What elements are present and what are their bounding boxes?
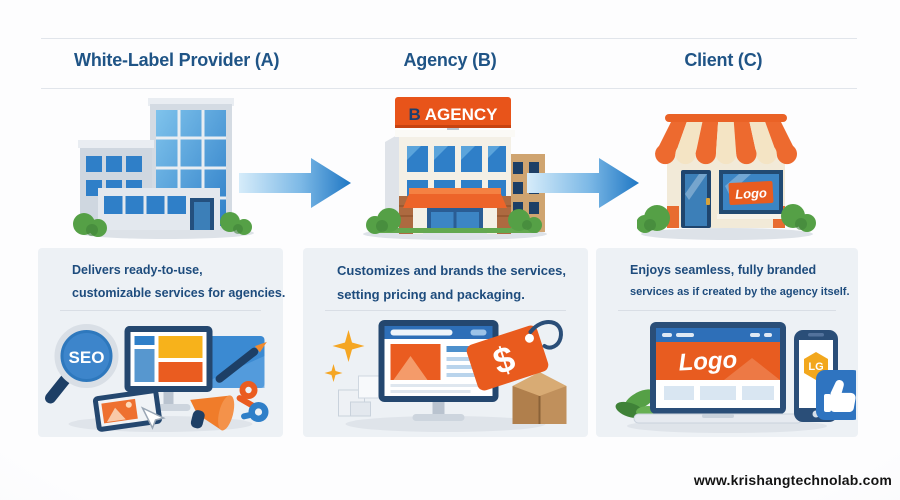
- sparkle-icon: [324, 330, 365, 382]
- card-divider: [325, 310, 566, 311]
- agency-description: Customizes and brands the services, sett…: [337, 263, 567, 303]
- office-building-illustration: [73, 98, 254, 239]
- provider-description: Delivers ready-to-use, customizable serv…: [72, 263, 286, 301]
- thumbs-up-icon: [816, 370, 862, 420]
- cursor-icon: [140, 406, 166, 430]
- card-divider: [618, 310, 836, 311]
- box-icon: [512, 372, 567, 424]
- price-tag-icon: $: [466, 325, 549, 391]
- heading-provider: White-Label Provider (A): [74, 50, 280, 70]
- column-headings: White-Label Provider (A) Agency (B) Clie…: [40, 50, 860, 71]
- heading-agency: Agency (B): [403, 50, 497, 70]
- branded-devices-illustration: Logo LG: [598, 314, 862, 436]
- pen-icon: [215, 341, 267, 383]
- svg-text:SEO: SEO: [69, 348, 105, 367]
- laptop-logo-text: Logo: [678, 346, 738, 376]
- tablet-icon: [92, 388, 163, 432]
- heading-client: Client (C): [684, 50, 763, 70]
- client-description: Enjoys seamless, fully branded services …: [630, 263, 850, 299]
- flow-arrow-icon: [239, 158, 351, 208]
- header-top-rule: [41, 38, 857, 39]
- agency-card: Customizes and brands the services, sett…: [303, 248, 588, 437]
- megaphone-icon: [190, 395, 235, 431]
- header-bottom-rule: [41, 88, 857, 89]
- seo-tools-illustration: SEO: [40, 314, 281, 436]
- client-card: Enjoys seamless, fully branded services …: [596, 248, 862, 437]
- storefront-illustration: Logo: [637, 114, 816, 240]
- magnifier-seo-icon: SEO: [45, 324, 119, 404]
- tag-string: [528, 320, 563, 350]
- laptop-icon: Logo: [633, 322, 803, 424]
- storefront-logo-text: Logo: [735, 185, 768, 202]
- flow-arrow-icon: [527, 158, 639, 208]
- cubes-icon: [338, 375, 381, 417]
- phone-badge-text: LG: [808, 361, 823, 373]
- card-divider: [60, 310, 261, 311]
- provider-card: Delivers ready-to-use, customizable serv…: [38, 248, 286, 437]
- watermark: www.krishangtechnolab.com: [693, 472, 892, 488]
- keys-icon: [236, 381, 269, 422]
- pricing-packaging-illustration: $: [305, 314, 586, 436]
